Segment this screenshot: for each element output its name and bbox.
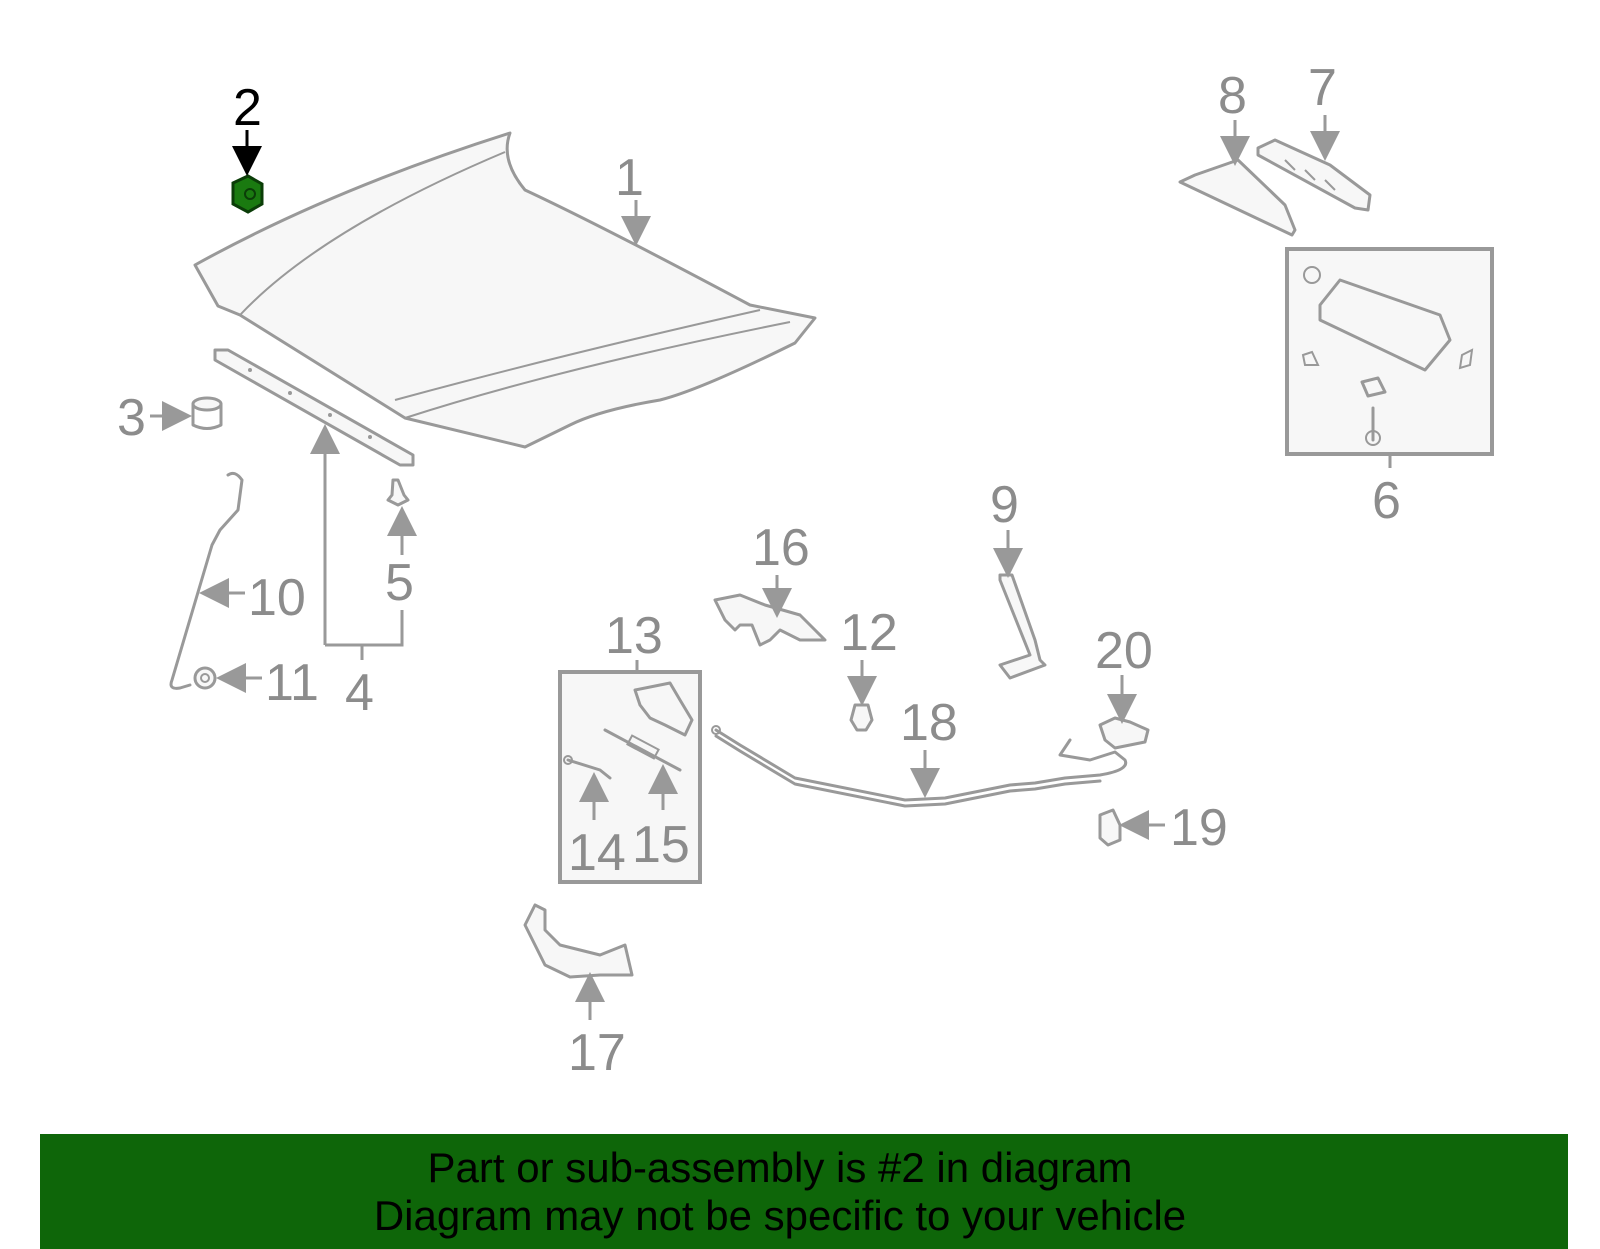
callout-13: 13 bbox=[605, 607, 663, 665]
grommet-part bbox=[193, 666, 217, 690]
lamp-cover-part-7 bbox=[1256, 138, 1372, 212]
lock-clip-part bbox=[849, 703, 874, 732]
hood-bumper-part bbox=[231, 174, 264, 214]
lamp-assembly-part bbox=[1301, 266, 1474, 446]
assembly-box-6 bbox=[1285, 247, 1494, 456]
spring-part-15 bbox=[603, 728, 682, 772]
hinge-part bbox=[998, 573, 1047, 680]
callout-16: 16 bbox=[752, 519, 810, 577]
callout-10: 10 bbox=[248, 569, 306, 627]
info-banner: Part or sub-assembly is #2 in diagram Di… bbox=[40, 1134, 1568, 1249]
callout-6: 6 bbox=[1372, 472, 1401, 530]
release-cable-part bbox=[711, 725, 1128, 808]
clip-part bbox=[386, 478, 410, 507]
callout-8: 8 bbox=[1218, 67, 1247, 125]
callout-5: 5 bbox=[385, 554, 414, 612]
banner-line-2: Diagram may not be specific to your vehi… bbox=[373, 1192, 1187, 1239]
support-rod-part bbox=[169, 471, 244, 690]
lock-assembly-part bbox=[633, 681, 694, 737]
lock-bracket-part bbox=[713, 593, 827, 647]
callout-1: 1 bbox=[615, 149, 644, 207]
callout-12: 12 bbox=[840, 604, 898, 662]
lamp-cover-part-8 bbox=[1178, 158, 1297, 237]
lock-support-part bbox=[523, 903, 634, 979]
cushion-part bbox=[191, 396, 223, 430]
callout-20: 20 bbox=[1095, 622, 1153, 680]
callout-11: 11 bbox=[265, 654, 319, 712]
release-cover-part bbox=[1098, 808, 1122, 847]
callout-15: 15 bbox=[632, 816, 690, 874]
callout-14: 14 bbox=[568, 824, 626, 882]
callout-4: 4 bbox=[345, 664, 374, 722]
weatherstrip-part bbox=[213, 348, 415, 467]
callout-3: 3 bbox=[117, 389, 146, 447]
callout-7: 7 bbox=[1308, 59, 1337, 117]
callout-19: 19 bbox=[1170, 799, 1228, 857]
release-lever-part bbox=[1098, 716, 1150, 750]
callout-18: 18 bbox=[900, 694, 958, 752]
leader-4b bbox=[325, 610, 404, 647]
banner-line-1: Part or sub-assembly is #2 in diagram bbox=[427, 1144, 1133, 1191]
callout-9: 9 bbox=[990, 476, 1019, 534]
callout-17: 17 bbox=[568, 1024, 626, 1082]
callout-2: 2 bbox=[233, 79, 262, 137]
